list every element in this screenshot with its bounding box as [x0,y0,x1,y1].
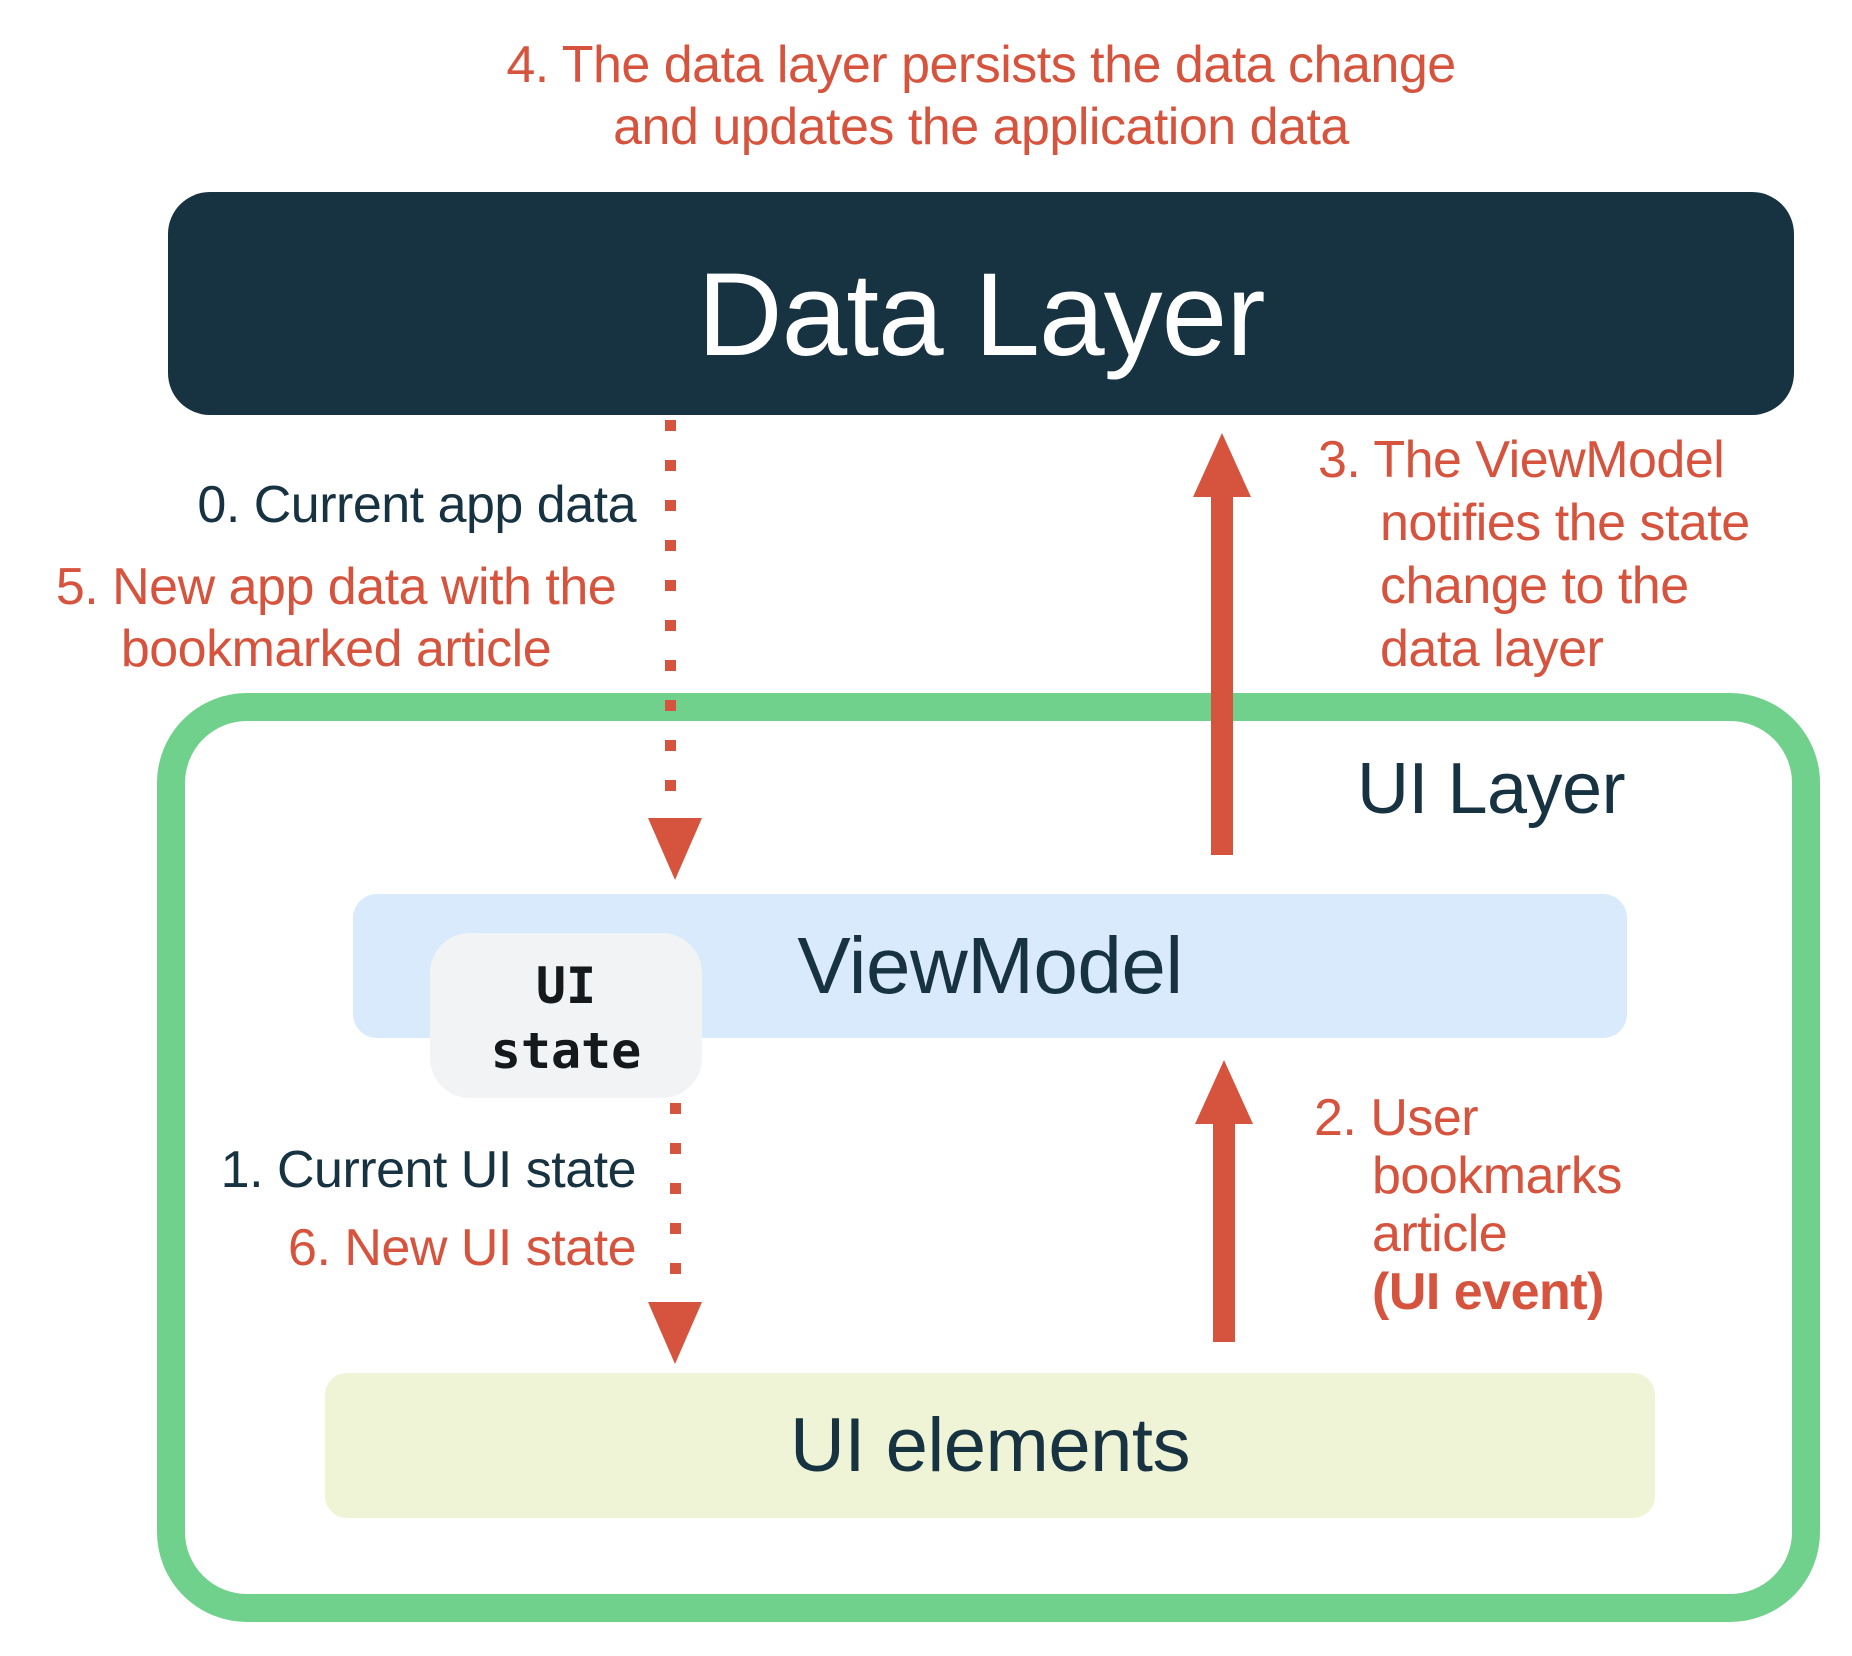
ui-elements-title: UI elements [790,1403,1191,1488]
annotation-step2-user-bookmarks: 2. User bookmarks article (UI event) [1314,1089,1832,1321]
data-layer-box: Data Layer [168,192,1794,415]
ui-elements-box: UI elements [325,1373,1655,1518]
arrow-viewmodel-to-data [1211,492,1233,855]
annotation-step2-ui-event: (UI event) [1372,1263,1604,1321]
annotation-step6-new-ui-state: 6. New UI state [288,1219,636,1277]
data-layer-title: Data Layer [697,248,1265,381]
arrowhead-up-icon [1195,1060,1253,1124]
arrowhead-down-icon [648,1302,702,1364]
annotation-step4-persist-data: 4. The data layer persists the data chan… [506,36,1456,156]
annotation-step2-lines: 2. User bookmarks article [1314,1089,1622,1263]
annotation-step3-notifies-state-change: 3. The ViewModel notifies the state chan… [1318,431,1750,678]
ui-state-box: UI state [430,933,702,1098]
arrowhead-down-icon [648,818,702,880]
annotation-step0-current-app-data: 0. Current app data [197,476,636,534]
annotation-step5-new-app-data: 5. New app data with the bookmarked arti… [55,558,617,678]
ui-layer-box [157,693,1820,1622]
dashed-line-viewmodel-to-ui-elements [670,1103,681,1303]
viewmodel-title: ViewModel [797,921,1183,1010]
ui-state-title: UI state [490,956,642,1080]
dashed-line-data-to-viewmodel [665,420,676,820]
arrow-ui-elements-to-viewmodel [1213,1120,1235,1342]
annotation-step1-current-ui-state: 1. Current UI state [220,1141,637,1199]
ui-layer-title: UI Layer [1356,749,1626,829]
arrowhead-up-icon [1193,433,1251,497]
